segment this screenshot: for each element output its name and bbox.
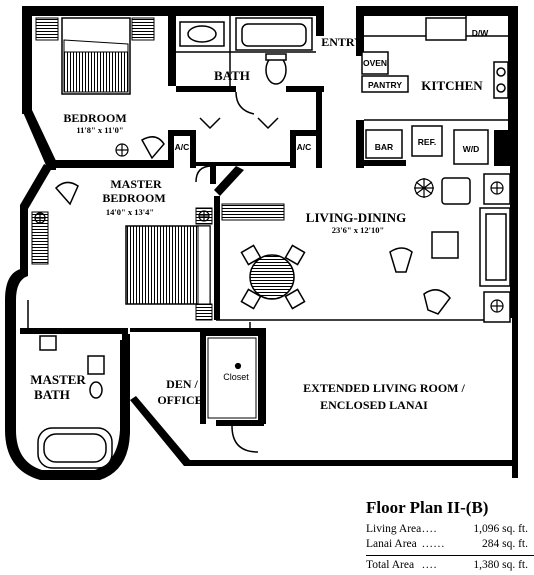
desk — [221, 203, 285, 221]
legend-dots: ...... — [422, 538, 446, 550]
legend-row-living: Living Area .... 1,096 sq. ft. — [366, 522, 534, 537]
legend-label: Living Area — [366, 523, 422, 535]
bedroom-dims: 11'8" x 11'0" — [76, 125, 123, 135]
master-bedroom-label-2: BEDROOM — [102, 191, 165, 205]
oven-label: OVEN — [363, 58, 387, 68]
light-icon-living-1 — [490, 181, 504, 195]
floor-plan-title: Floor Plan II-(B) — [366, 498, 489, 517]
lanai-label-2: ENCLOSED LANAI — [320, 398, 428, 412]
light-icon-bedroom — [115, 143, 129, 157]
light-icon-master-2 — [198, 210, 210, 222]
legend-label: Lanai Area — [366, 538, 417, 550]
light-icon-living-2 — [490, 299, 504, 313]
ac-right-label: A/C — [297, 142, 312, 152]
plant-icon — [414, 178, 434, 198]
bath-fixtures — [179, 17, 313, 85]
bedroom-bed — [35, 17, 155, 95]
den-label-2: OFFICE — [157, 393, 202, 407]
legend-label: Total Area — [366, 559, 415, 571]
closet-shelf — [207, 337, 257, 419]
dining-set — [240, 244, 306, 310]
legend-dots: .... — [422, 559, 438, 571]
legend-value: 1,096 sq. ft. — [473, 523, 528, 535]
master-bedroom-dims: 14'0" x 13'4" — [106, 207, 154, 217]
kitchen-label: KITCHEN — [421, 78, 483, 93]
dw-label: D/W — [472, 28, 490, 38]
master-bed — [31, 207, 213, 321]
lanai-label-1: EXTENDED LIVING ROOM / — [303, 381, 465, 395]
legend-row-total: Total Area .... 1,380 sq. ft. — [366, 555, 534, 573]
legend-value: 284 sq. ft. — [482, 538, 528, 550]
legend-value: 1,380 sq. ft. — [473, 559, 528, 571]
master-bath-label-2: BATH — [34, 387, 70, 402]
master-bath-fixtures — [37, 335, 113, 469]
den-label-1: DEN / — [166, 377, 198, 391]
bar-label: BAR — [375, 142, 393, 152]
living-furniture — [389, 173, 511, 323]
closet-dot-icon — [234, 362, 242, 370]
light-icon-master-1 — [34, 212, 46, 224]
walls — [5, 6, 518, 480]
kitchen-counters — [361, 6, 509, 165]
closet-label: Closet — [223, 372, 249, 382]
small-chairs — [54, 136, 165, 206]
legend-row-lanai: Lanai Area ...... 284 sq. ft. — [366, 537, 534, 552]
entry-label: ENTRY — [321, 35, 363, 49]
ref-label: REF. — [418, 137, 436, 147]
legend-dots: .... — [422, 523, 438, 535]
pantry-label: PANTRY — [368, 80, 402, 90]
fixture-icons — [34, 143, 504, 370]
area-legend: Floor Plan II-(B) Living Area .... 1,096… — [366, 498, 534, 573]
living-dining-label: LIVING-DINING — [306, 210, 406, 225]
living-dining-dims: 23'6" x 12'10" — [332, 225, 384, 235]
master-bedroom-label-1: MASTER — [110, 177, 162, 191]
ac-left-label: A/C — [175, 142, 190, 152]
partition-lines — [27, 16, 510, 453]
bedroom-label: BEDROOM — [63, 111, 126, 125]
master-bath-label-1: MASTER — [30, 372, 86, 387]
wd-label: W/D — [463, 144, 480, 154]
bath-label: BATH — [214, 68, 250, 83]
